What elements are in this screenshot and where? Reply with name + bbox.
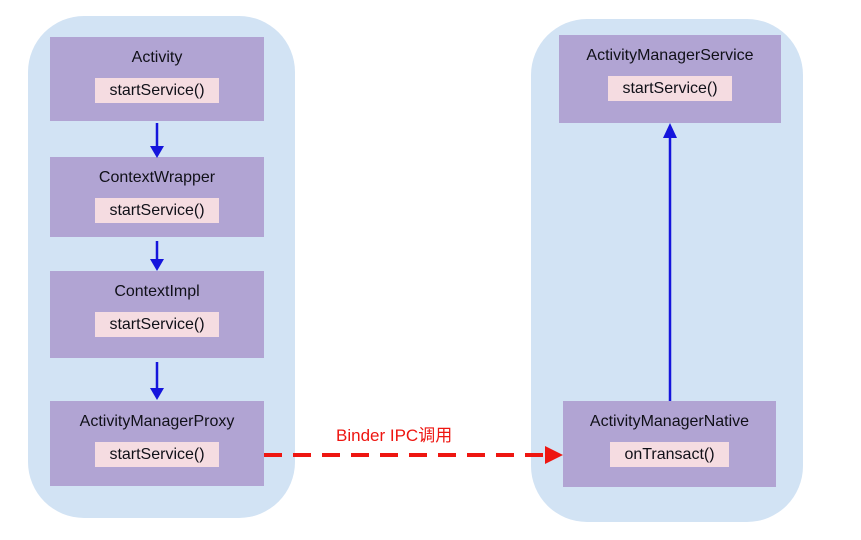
node-title: ActivityManagerNative <box>589 413 750 430</box>
node-contextimpl: ContextImpl startService() <box>50 271 264 358</box>
node-activitymanagernative: ActivityManagerNative onTransact() <box>563 401 776 487</box>
method-badge: startService() <box>95 78 219 103</box>
method-badge: startService() <box>95 442 219 467</box>
binder-ipc-label: Binder IPC调用 <box>336 426 453 445</box>
node-activity: Activity startService() <box>50 37 264 121</box>
node-activitymanagerservice: ActivityManagerService startService() <box>559 35 781 123</box>
node-title: Activity <box>131 49 183 66</box>
method-badge: onTransact() <box>610 442 729 467</box>
node-activitymanagerproxy: ActivityManagerProxy startService() <box>50 401 264 486</box>
node-title: ActivityManagerProxy <box>79 413 235 430</box>
method-badge: startService() <box>95 198 219 223</box>
node-title: ContextImpl <box>114 283 200 300</box>
node-contextwrapper: ContextWrapper startService() <box>50 157 264 237</box>
method-badge: startService() <box>95 312 219 337</box>
node-title: ActivityManagerService <box>586 47 754 64</box>
method-badge: startService() <box>608 76 732 101</box>
binder-ipc-arrow <box>264 446 563 464</box>
node-title: ContextWrapper <box>98 169 216 186</box>
